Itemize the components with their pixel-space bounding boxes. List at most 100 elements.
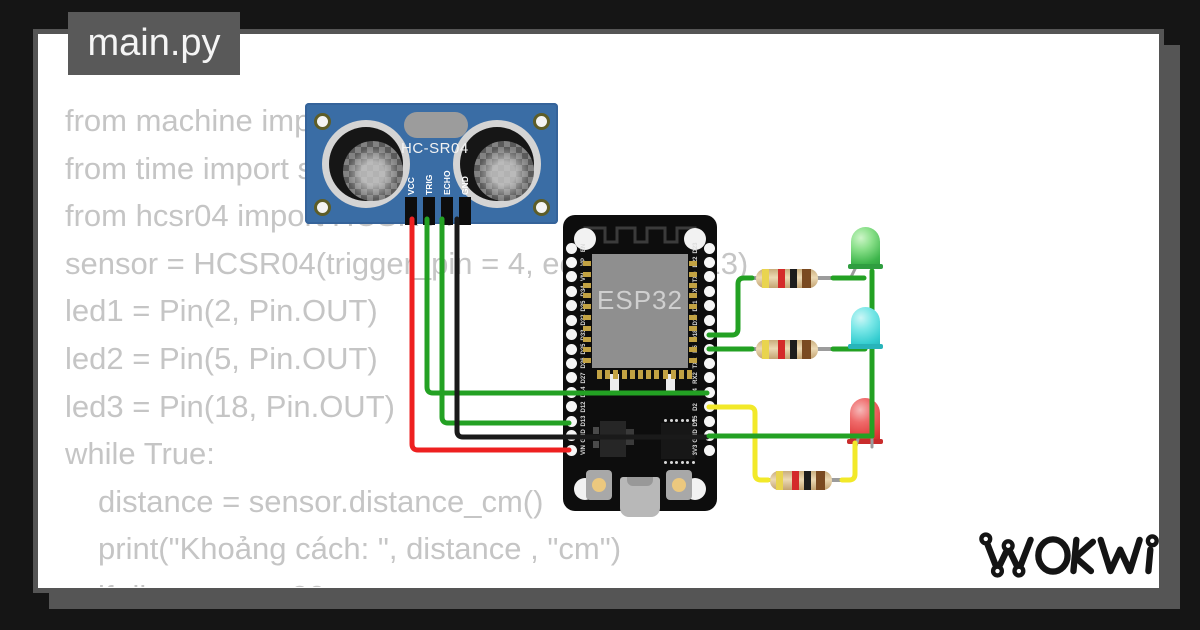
esp32-pin-pad-d25[interactable] <box>565 343 577 355</box>
esp32-pin-pad-en[interactable] <box>565 242 577 254</box>
esp32-pin-pad-d22[interactable] <box>703 256 715 268</box>
led-flange <box>848 344 883 349</box>
wire-trig-green <box>424 216 710 396</box>
esp32-pin-pad-rx0[interactable] <box>703 285 715 297</box>
resistor[interactable] <box>756 269 818 288</box>
led-cyan[interactable] <box>848 307 883 349</box>
esp32-pin-pad-d32[interactable] <box>565 314 577 326</box>
mount-hole <box>533 113 550 130</box>
chip-label: ESP32 <box>597 284 683 315</box>
esp32-pin-pad-d12[interactable] <box>565 401 577 413</box>
gold-stub <box>583 293 591 299</box>
esp32-pin-pad-3v3[interactable] <box>703 444 715 456</box>
gold-stub <box>583 282 591 288</box>
esp32-board[interactable]: ESP32 ENVPVND34D35D32D33D25D26D27D14D12D… <box>563 215 717 517</box>
en-button[interactable] <box>586 470 612 500</box>
esp32-pin-pad-vn[interactable] <box>565 271 577 283</box>
gold-stub <box>670 370 676 379</box>
wire-r3-led-yellow <box>839 440 858 483</box>
ic-pin-dot <box>669 461 673 464</box>
gold-stub <box>689 271 697 277</box>
esp32-shield: ESP32 <box>592 254 688 368</box>
esp32-pin-pad-rx2[interactable] <box>703 372 715 384</box>
resistor-band <box>790 269 797 288</box>
gold-stub <box>662 370 668 379</box>
wire-d18-green <box>706 275 755 338</box>
gold-stub <box>583 315 591 320</box>
mount-hole <box>314 113 331 130</box>
micro-usb-connector <box>620 477 660 517</box>
gold-stub <box>689 304 697 310</box>
esp32-pin-pad-d23[interactable] <box>703 242 715 254</box>
wire-gnd-black <box>454 216 710 440</box>
gold-stub <box>583 271 591 277</box>
resistor-band <box>792 471 799 490</box>
resistor-band <box>802 340 811 359</box>
regulator-pin <box>593 441 599 448</box>
usb-serial-chip <box>661 423 695 459</box>
gold-stub <box>689 261 697 266</box>
gold-stub <box>583 304 591 310</box>
esp32-pin-pad-d34[interactable] <box>565 285 577 297</box>
resistor-band <box>776 471 783 490</box>
boot-button[interactable] <box>666 470 692 500</box>
esp32-pin-pad-d13[interactable] <box>565 415 577 427</box>
resistor-band <box>816 471 825 490</box>
tab-main-py[interactable]: main.py <box>68 12 240 75</box>
gold-stub <box>638 370 643 379</box>
ic-pin-dot <box>680 461 684 464</box>
esp32-pin-pad-vp[interactable] <box>565 256 577 268</box>
led-green[interactable] <box>848 227 883 269</box>
led-flange <box>847 439 883 444</box>
code-line: while True: <box>65 436 215 472</box>
resistor[interactable] <box>770 471 832 490</box>
crystal-oscillator <box>404 112 468 138</box>
resistor-band <box>790 340 797 359</box>
ic-pin-dot <box>664 461 667 464</box>
gold-stub <box>583 325 591 331</box>
code-line: led2 = Pin(5, Pin.OUT) <box>65 340 378 376</box>
esp32-pin-pad-d19[interactable] <box>703 314 715 326</box>
esp32-pin-pad-tx0[interactable] <box>703 271 715 283</box>
esp32-pin-pad-d21[interactable] <box>703 300 715 312</box>
esp32-pin-pad-d27[interactable] <box>565 372 577 384</box>
gold-stub <box>689 315 697 320</box>
esp32-pin-pad-tx2[interactable] <box>703 357 715 369</box>
gold-stub <box>679 370 684 379</box>
wire-d2-yellow <box>706 404 771 483</box>
ic-pin-dot <box>686 419 689 422</box>
gold-stub <box>689 336 697 342</box>
esp32-pin-pad-d15[interactable] <box>703 415 715 427</box>
resistor-band <box>804 471 811 490</box>
code-line: if distance <= 20: <box>65 573 1145 587</box>
esp32-pin-pad-d26[interactable] <box>565 357 577 369</box>
ultrasonic-transducer-right <box>453 120 541 208</box>
sensor-pin-gnd <box>459 197 471 225</box>
ic-pin-dot <box>680 419 684 422</box>
esp32-pin-pad-d33[interactable] <box>565 329 577 341</box>
gold-stub <box>654 370 660 379</box>
gold-stub <box>689 325 697 331</box>
mount-hole <box>314 199 331 216</box>
wires <box>409 216 875 483</box>
code-line: print("Khoảng cách: ", distance , "cm") <box>98 531 622 567</box>
mount-hole <box>533 199 550 216</box>
gold-stub <box>689 347 697 353</box>
resistor[interactable] <box>756 340 818 359</box>
gold-stub <box>629 370 635 379</box>
code-line: led1 = Pin(2, Pin.OUT) <box>65 293 378 329</box>
transducer-ring <box>460 127 534 201</box>
esp32-pin-pad-d35[interactable] <box>565 300 577 312</box>
regulator-pin <box>593 427 599 434</box>
gold-stub <box>689 358 697 364</box>
ic-pin-dot <box>691 419 695 422</box>
code-line: distance = sensor.distance_cm() <box>98 483 544 519</box>
gold-stub <box>613 370 619 379</box>
gold-stub <box>583 261 591 266</box>
gold-stub <box>583 358 591 364</box>
gold-stub <box>689 293 697 299</box>
ic-pin-dot <box>664 419 667 422</box>
